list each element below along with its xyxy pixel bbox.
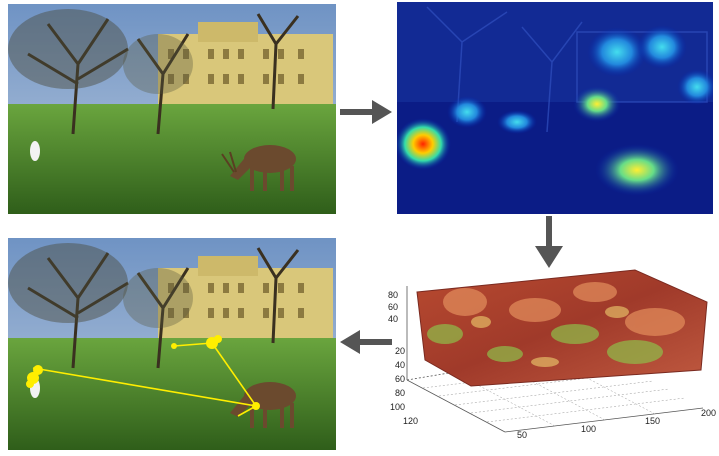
axes-frame (406, 286, 704, 433)
saliency-heatmap-panel (397, 2, 713, 214)
arrow-right-icon (340, 100, 392, 129)
y-tick: 60 (395, 374, 405, 384)
y-tick: 100 (390, 402, 405, 412)
3d-surface-panel: 80 60 40 20 40 60 80 100 120 50 100 150 … (385, 262, 717, 456)
x-tick: 150 (645, 416, 660, 426)
original-photo (8, 4, 336, 214)
arrow-down-icon (535, 216, 563, 273)
y-tick: 40 (395, 360, 405, 370)
3d-saliency-surface: 80 60 40 20 40 60 80 100 120 50 100 150 … (388, 269, 716, 440)
fixation-scanpath-panel (8, 238, 336, 450)
x-tick: 50 (517, 430, 527, 440)
z-tick: 80 (388, 290, 398, 300)
x-tick: 200 (701, 408, 716, 418)
z-tick: 60 (388, 302, 398, 312)
z-tick: 40 (388, 314, 398, 324)
fixation-points (26, 335, 260, 410)
y-tick: 120 (403, 416, 418, 426)
fixation-scanpath (8, 238, 336, 450)
saliency-heatmap (397, 2, 713, 214)
y-tick: 80 (395, 388, 405, 398)
arrow-left-icon (340, 330, 392, 359)
original-photo-panel (8, 4, 336, 214)
x-tick: 100 (581, 424, 596, 434)
y-tick: 20 (395, 346, 405, 356)
scanpath-lines (32, 342, 257, 417)
